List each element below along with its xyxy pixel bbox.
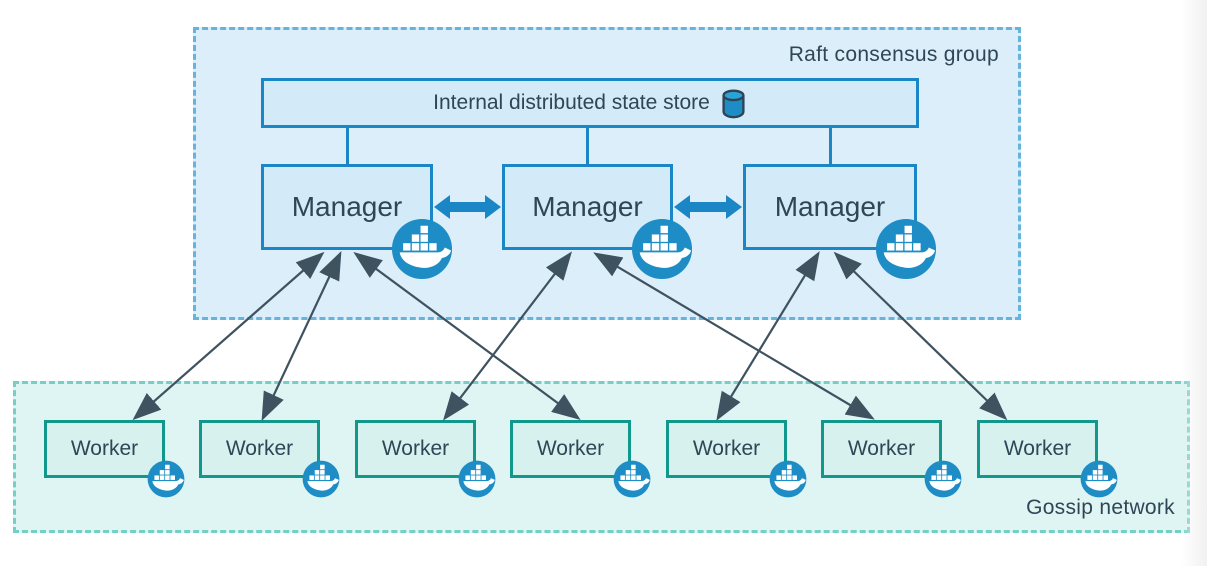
manager-worker-link	[442, 251, 573, 421]
worker-node-3: Worker	[355, 420, 476, 478]
worker-node-7: Worker	[977, 420, 1098, 478]
page-edge-shadow	[1181, 0, 1207, 566]
worker-label: Worker	[381, 437, 450, 460]
store-manager-connector	[586, 127, 589, 165]
manager-peer-arrow	[674, 195, 742, 219]
store-manager-connector	[829, 127, 832, 165]
manager-label: Manager	[291, 191, 403, 222]
manager-worker-link	[353, 252, 581, 420]
manager-label: Manager	[532, 191, 643, 222]
state-store-box: Internal distributed state store	[261, 78, 919, 128]
worker-label: Worker	[847, 437, 916, 460]
manager-peer-arrow	[434, 195, 501, 219]
manager-worker-link	[833, 251, 1008, 421]
worker-label: Worker	[1003, 437, 1072, 460]
worker-label: Worker	[225, 437, 294, 460]
database-icon	[722, 89, 745, 118]
state-store-label: Internal distributed state store	[433, 91, 710, 114]
worker-label: Worker	[70, 437, 139, 460]
worker-node-2: Worker	[199, 420, 320, 478]
raft-group-label: Raft consensus group	[788, 43, 999, 66]
manager-worker-link	[716, 251, 820, 421]
worker-label: Worker	[536, 437, 605, 460]
worker-node-1: Worker	[44, 420, 165, 478]
manager-worker-link	[132, 251, 325, 421]
worker-label: Worker	[692, 437, 761, 460]
gossip-network-label: Gossip network	[1026, 496, 1175, 519]
worker-node-5: Worker	[666, 420, 787, 478]
manager-worker-link	[261, 251, 342, 421]
worker-node-4: Worker	[510, 420, 631, 478]
store-manager-connector	[346, 127, 349, 165]
worker-node-6: Worker	[821, 420, 942, 478]
manager-label: Manager	[774, 191, 886, 222]
